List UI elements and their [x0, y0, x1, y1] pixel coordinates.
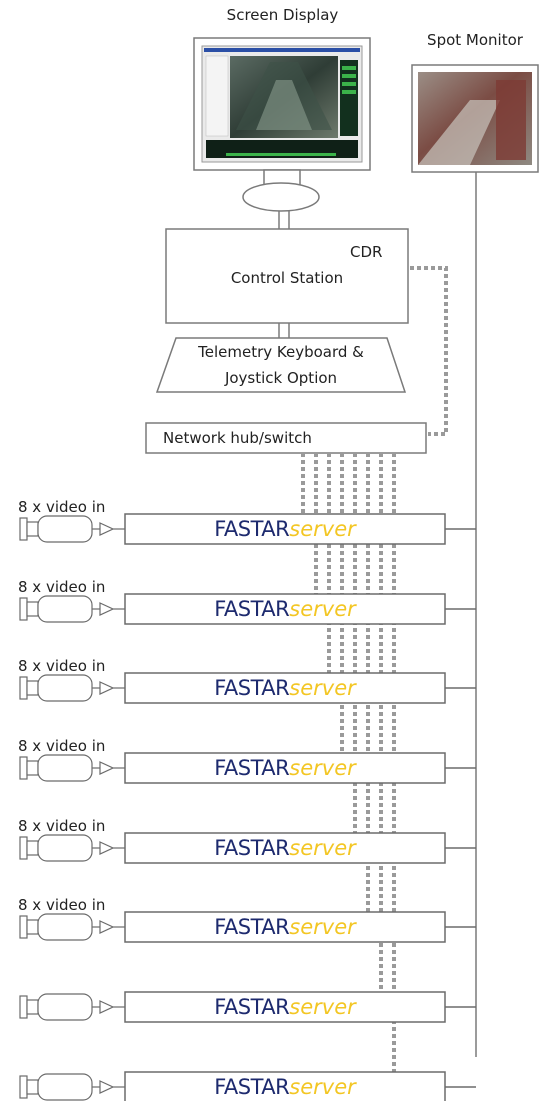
control-station-box — [165, 228, 409, 324]
camera-icon — [19, 913, 125, 941]
server-brand-name: FASTAR — [214, 915, 290, 939]
server-brand: FASTARserver — [125, 1072, 445, 1102]
network-hub-box — [145, 422, 427, 454]
server-stack — [19, 513, 476, 1101]
server-brand: FASTARserver — [125, 673, 445, 703]
video-input-label: 8 x video in — [18, 896, 106, 914]
server-brand-name: FASTAR — [214, 995, 290, 1019]
server-brand-suffix: server — [289, 676, 356, 700]
server-brand-name: FASTAR — [214, 1075, 290, 1099]
video-input-label: 8 x video in — [18, 737, 106, 755]
server-brand-name: FASTAR — [214, 517, 290, 541]
camera-icon — [19, 674, 125, 702]
server-brand-suffix: server — [289, 1075, 356, 1099]
camera-icon — [19, 595, 125, 623]
server-brand-suffix: server — [289, 836, 356, 860]
camera-icon — [19, 1073, 125, 1101]
keyboard-shape — [155, 337, 407, 393]
keyboard-label-line2: Joystick Option — [224, 369, 338, 387]
server-brand-name: FASTAR — [214, 836, 290, 860]
server-box — [124, 513, 446, 545]
screen-display-label: Screen Display — [226, 6, 339, 24]
server-brand-name: FASTAR — [214, 756, 290, 780]
server-box — [124, 911, 446, 943]
keyboard-label-line1: Telemetry Keyboard & — [198, 343, 364, 361]
server-brand-suffix: server — [289, 756, 356, 780]
video-input-label: 8 x video in — [18, 657, 106, 675]
server-brand-name: FASTAR — [214, 676, 290, 700]
server-brand-suffix: server — [289, 597, 356, 621]
control-station-tag: CDR — [350, 243, 383, 261]
server-brand-name: FASTAR — [214, 597, 290, 621]
spot-monitor — [411, 64, 539, 173]
server-box — [124, 672, 446, 704]
camera-icon — [19, 993, 125, 1021]
camera-icon — [19, 834, 125, 862]
camera-icon — [19, 515, 125, 543]
server-brand-suffix: server — [289, 517, 356, 541]
server-box — [124, 1071, 446, 1101]
server-brand-suffix: server — [289, 995, 356, 1019]
camera-icon — [19, 754, 125, 782]
server-brand: FASTARserver — [125, 594, 445, 624]
server-brand: FASTARserver — [125, 514, 445, 544]
video-input-label: 8 x video in — [18, 498, 106, 516]
server-brand: FASTARserver — [125, 833, 445, 863]
network-hub-label: Network hub/switch — [163, 429, 312, 447]
screen-display-monitor — [193, 37, 371, 171]
server-brand: FASTARserver — [125, 753, 445, 783]
spot-monitor-label: Spot Monitor — [427, 31, 523, 49]
video-input-label: 8 x video in — [18, 817, 106, 835]
server-box — [124, 991, 446, 1023]
server-brand: FASTARserver — [125, 992, 445, 1022]
server-brand-suffix: server — [289, 915, 356, 939]
control-station-label: Control Station — [230, 269, 344, 287]
server-brand: FASTARserver — [125, 912, 445, 942]
server-box — [124, 593, 446, 625]
video-input-label: 8 x video in — [18, 578, 106, 596]
